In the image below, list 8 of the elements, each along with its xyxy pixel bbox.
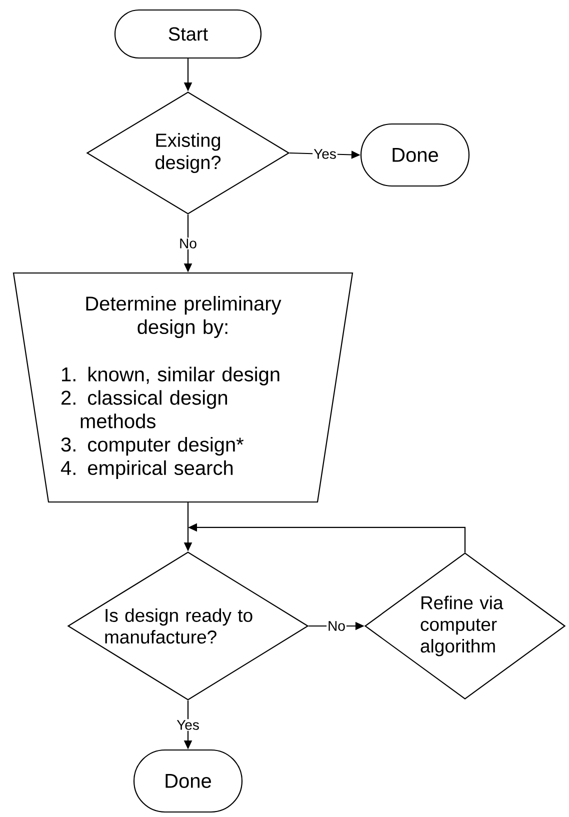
edge-label: No [178,238,198,250]
terminal-box: Done [360,123,470,187]
edge-label: Yes [176,719,200,731]
terminal-box: Start [114,9,262,59]
edge-label: Yes [312,148,338,160]
terminal-box: Done [133,749,243,813]
edge-label: No [326,620,346,632]
process-box: Determine preliminary design by: 1. known, similar design 2. classical design methods 3. computer design* 4. empirical search [12,272,354,503]
